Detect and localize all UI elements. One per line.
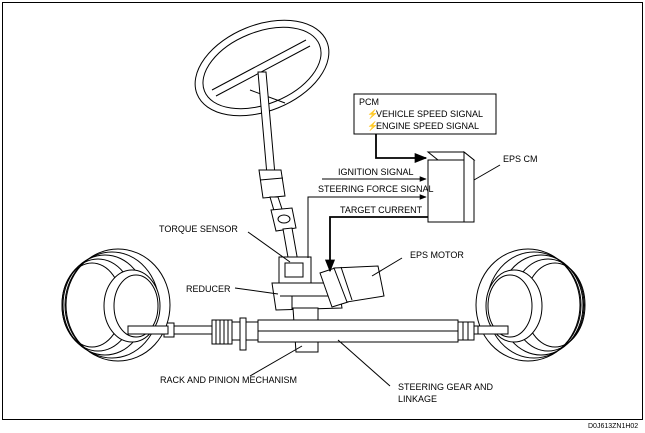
signal-icon: ⚡ <box>367 120 378 132</box>
reducer <box>271 282 343 311</box>
steering-column <box>257 71 299 264</box>
eps-cm-leader <box>473 164 501 181</box>
pcm-box: PCM ⚡ VEHICLE SPEED SIGNAL ⚡ ENGINE SPEE… <box>353 93 497 135</box>
rack-and-pinion-label: RACK AND PINION MECHANISM <box>160 375 297 385</box>
steering-rack <box>127 317 493 351</box>
steering-force-signal-label: STEERING FORCE SIGNAL <box>318 184 434 194</box>
target-current-label: TARGET CURRENT <box>340 205 423 215</box>
target-current-arrow <box>324 216 428 273</box>
eps-cm-label: EPS CM <box>503 154 538 164</box>
torque-sensor-leader <box>247 231 291 263</box>
eps-motor-leader <box>371 257 403 277</box>
left-tire <box>61 248 171 362</box>
figure-code: D0J613ZN1H02 <box>588 423 638 430</box>
pcm-label: PCM <box>359 97 379 107</box>
rack-and-pinion-leader <box>249 345 303 377</box>
steering-gear-label-line2: LINKAGE <box>398 394 437 404</box>
steering-force-signal-arrow <box>307 194 427 258</box>
signal-icon: ⚡ <box>367 108 378 120</box>
reducer-leader <box>234 287 279 295</box>
reducer-label: REDUCER <box>186 284 231 294</box>
engine-speed-signal-label: ENGINE SPEED SIGNAL <box>376 121 479 131</box>
torque-sensor-label: TORQUE SENSOR <box>159 224 238 234</box>
steering-wheel <box>194 19 330 117</box>
eps-cm-unit <box>426 150 476 223</box>
steering-gear-leader <box>337 339 391 387</box>
right-tire <box>475 248 586 362</box>
torque-sensor <box>278 256 312 284</box>
eps-motor-label: EPS MOTOR <box>410 250 464 260</box>
steering-gear-label-line1: STEERING GEAR AND <box>398 382 494 392</box>
pcm-to-epscm-arrow <box>375 134 428 164</box>
diagram-border <box>2 2 643 420</box>
eps-motor <box>319 265 385 308</box>
vehicle-speed-signal-label: VEHICLE SPEED SIGNAL <box>376 109 483 119</box>
ignition-signal-label: IGNITION SIGNAL <box>338 167 414 177</box>
